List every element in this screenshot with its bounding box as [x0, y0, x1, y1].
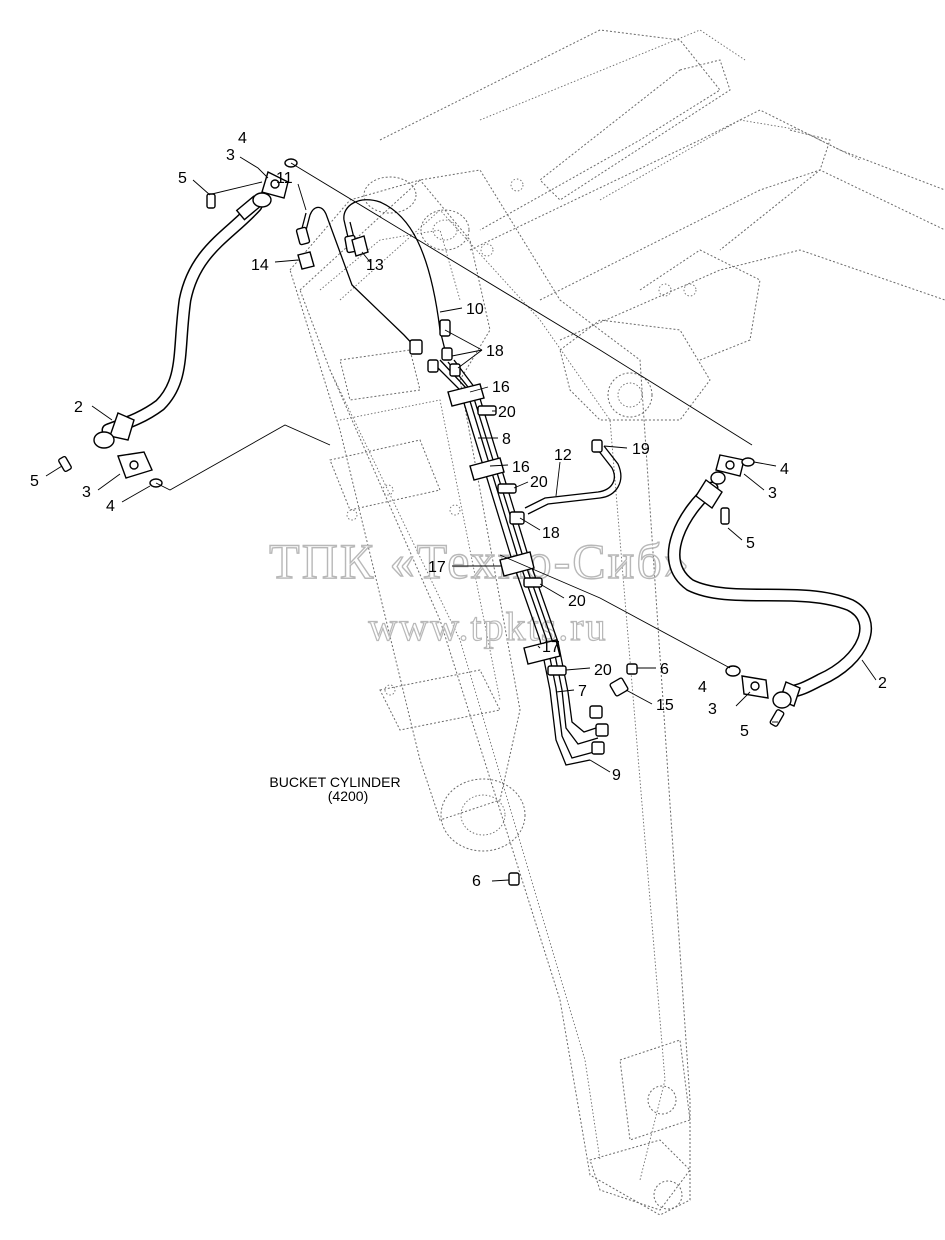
callout-9: 9 [612, 767, 621, 784]
callout-3-lower-left: 3 [82, 484, 91, 501]
watermark-website: www.tpkts.ru [368, 604, 607, 649]
callout-17-upper: 17 [428, 559, 446, 576]
callout-6-upper: 6 [660, 661, 669, 678]
callout-16-lower: 16 [512, 459, 530, 476]
callout-15: 15 [656, 697, 674, 714]
callout-18-upper: 18 [486, 343, 504, 360]
callout-11: 11 [276, 170, 293, 187]
callout-17-lower: 17 [542, 639, 560, 656]
callout-8: 8 [502, 431, 511, 448]
callout-5-lower-left: 5 [30, 473, 39, 490]
callout-5-upper-right: 5 [746, 535, 755, 552]
callout-13: 13 [366, 257, 384, 274]
watermark-company: ТПК «Техно-Сиб» [269, 533, 691, 589]
callout-4-upper-left: 4 [238, 130, 247, 147]
fittings [295, 226, 638, 886]
callout-3-upper-left: 3 [226, 147, 235, 164]
callout-7: 7 [578, 683, 587, 700]
callout-10: 10 [466, 301, 484, 318]
hose-left-assembly [58, 158, 298, 488]
callout-19: 19 [632, 441, 650, 458]
hose-right-assembly [667, 454, 873, 727]
leader-lines [45, 156, 877, 882]
callout-20-lower: 20 [568, 593, 586, 610]
component-code: (4200) [328, 788, 368, 804]
callout-12: 12 [554, 447, 572, 464]
callout-6-lower: 6 [472, 873, 481, 890]
callout-5-upper-left: 5 [178, 170, 187, 187]
callout-labels: 4 3 5 11 14 13 10 18 16 2 20 8 12 19 16 … [30, 130, 887, 890]
callout-2-left: 2 [74, 399, 83, 416]
callout-3-upper-right: 3 [768, 485, 777, 502]
callout-16-upper: 16 [492, 379, 510, 396]
callout-3-lower-right: 3 [708, 701, 717, 718]
callout-5-lower-right: 5 [740, 723, 749, 740]
callout-4-upper-right: 4 [780, 461, 789, 478]
callout-18-lower: 18 [542, 525, 560, 542]
pipe-routing [299, 199, 622, 766]
callout-20-lowest: 20 [594, 662, 612, 679]
callout-2-right: 2 [878, 675, 887, 692]
callout-14: 14 [251, 257, 269, 274]
callout-4-lower-right: 4 [698, 679, 707, 696]
component-label: BUCKET CYLINDER [269, 774, 400, 790]
callout-20-mid: 20 [530, 474, 548, 491]
callout-4-lower-left: 4 [106, 498, 115, 515]
callout-20-upper: 20 [498, 404, 516, 421]
